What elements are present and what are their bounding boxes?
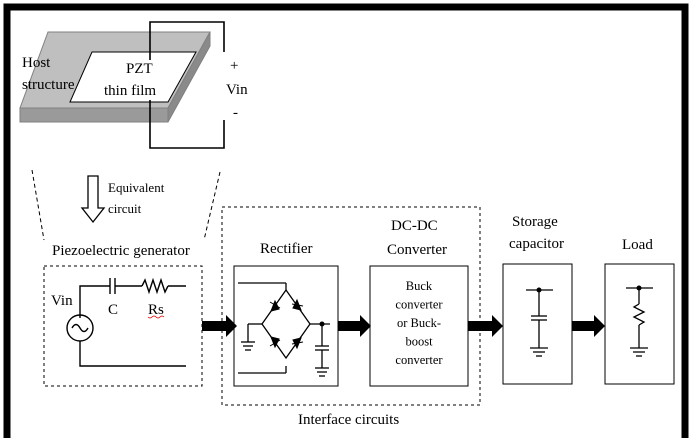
storage-node-dot bbox=[536, 287, 542, 293]
load-title: Load bbox=[622, 237, 653, 253]
bridge-rectifier bbox=[238, 282, 330, 377]
dcdc-text-line: converter bbox=[395, 298, 443, 312]
dcdc-text-line: boost bbox=[405, 335, 433, 349]
storage-title-line1: Storage bbox=[512, 214, 558, 230]
diode-icons bbox=[269, 298, 304, 350]
terminal-vin: Vin bbox=[226, 82, 248, 98]
host-label-line2: structure bbox=[22, 77, 75, 93]
resistor-label-underline bbox=[147, 315, 165, 319]
host-label-line1: Host bbox=[22, 55, 51, 71]
generator-title: Piezoelectric generator bbox=[52, 243, 190, 259]
flow-arrows bbox=[202, 315, 605, 337]
pzt-label-line2: thin film bbox=[104, 83, 156, 99]
pzt-label-line1: PZT bbox=[126, 61, 153, 77]
capacitor-label: C bbox=[108, 302, 118, 318]
dcdc-text-line: or Buck- bbox=[397, 316, 441, 330]
dcdc-text-line: Buck bbox=[406, 279, 433, 293]
projection-line-right bbox=[203, 171, 221, 241]
resistor-label: Rs bbox=[148, 302, 164, 318]
rectifier-title: Rectifier bbox=[260, 241, 312, 257]
generator-circuit bbox=[66, 277, 186, 367]
arrow-rectifier-to-dcdc bbox=[338, 315, 371, 337]
arrow-generator-to-rectifier bbox=[202, 315, 237, 337]
equivalent-label-line2: circuit bbox=[108, 201, 142, 216]
dcdc-text-line: converter bbox=[395, 353, 443, 367]
interface-label: Interface circuits bbox=[298, 412, 399, 428]
dcdc-title-line2: Converter bbox=[387, 242, 447, 258]
host-structure bbox=[19, 31, 211, 123]
arrow-storage-to-load bbox=[572, 315, 605, 337]
dcdc-text: Buck converter or Buck-boost converter bbox=[395, 279, 443, 367]
terminal-wires bbox=[149, 21, 225, 149]
load-node-dot bbox=[636, 285, 642, 291]
rectifier-output-dot bbox=[319, 321, 325, 327]
interface-box bbox=[221, 206, 481, 406]
equivalent-arrow bbox=[80, 175, 106, 224]
terminal-minus: - bbox=[233, 105, 238, 121]
arrow-dcdc-to-storage bbox=[468, 315, 503, 337]
storage-box bbox=[502, 263, 573, 385]
equivalent-label-line1: Equivalent bbox=[108, 180, 165, 195]
load-resistor-icon bbox=[626, 287, 653, 357]
terminal-plus: + bbox=[230, 58, 238, 74]
dcdc-title-line1: DC-DC bbox=[391, 218, 438, 234]
storage-capacitor-icon bbox=[526, 289, 553, 357]
storage-title-line2: capacitor bbox=[509, 236, 564, 252]
generator-vin: Vin bbox=[51, 293, 73, 309]
projection-line-left bbox=[31, 169, 45, 241]
outer-frame bbox=[3, 3, 689, 438]
load-box bbox=[604, 263, 675, 385]
pzt-thin-film bbox=[69, 51, 197, 103]
